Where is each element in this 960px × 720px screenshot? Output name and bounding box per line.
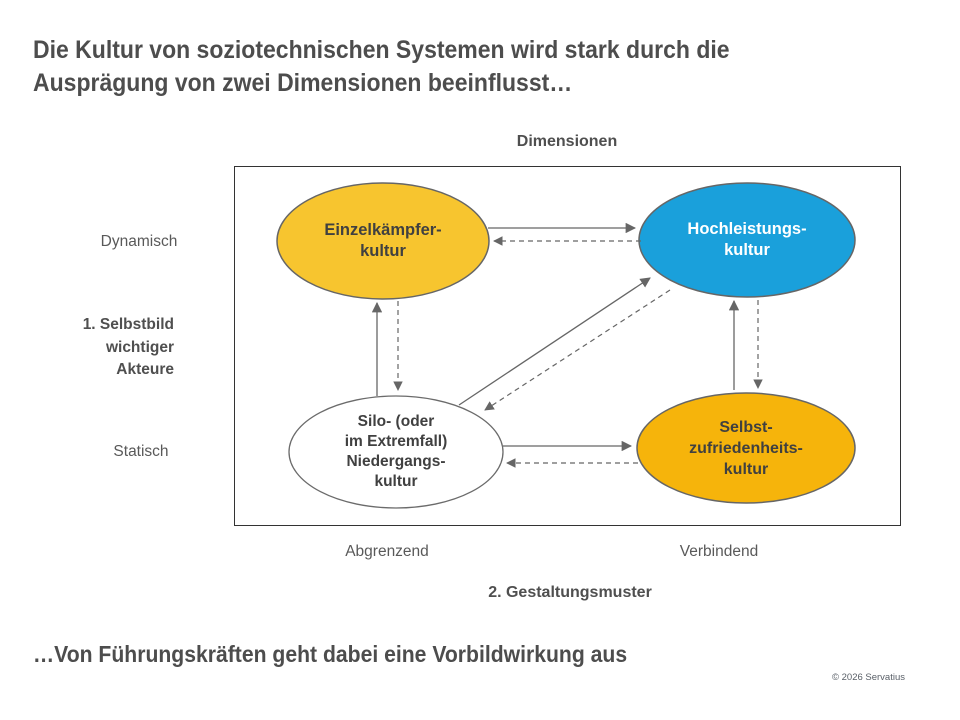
y-axis-title-line: Akteure xyxy=(116,361,174,378)
ellipse-selbstzufriedenheits-kultur xyxy=(636,392,856,504)
page-title: Die Kultur von soziotechnischen Systemen… xyxy=(33,34,730,100)
label-line: Einzelkämpfer- xyxy=(324,221,442,239)
arrow-silo-to-hochleistung xyxy=(458,277,651,406)
page-title-line-1: Die Kultur von soziotechnischen Systemen… xyxy=(33,36,730,64)
label-selbstzufriedenheits-kultur: Selbst- zufriedenheits- kultur xyxy=(636,417,856,480)
label-einzelkaempfer-kultur: Einzelkämpfer- kultur xyxy=(273,220,493,262)
arrow-hochleistung-to-silo xyxy=(484,289,671,411)
label-line: Niedergangs- xyxy=(346,453,446,470)
label-line: Selbst- xyxy=(719,419,773,436)
label-line: Silo- (oder xyxy=(357,413,435,430)
x-axis-label-abgrenzend: Abgrenzend xyxy=(345,543,429,560)
label-line: kultur xyxy=(723,461,769,478)
label-line: im Extremfall) xyxy=(344,433,448,450)
y-axis-title: 1. Selbstbild wichtiger Akteure xyxy=(34,314,174,382)
y-axis-label-dynamisch: Dynamisch xyxy=(100,233,178,250)
label-hochleistungs-kultur: Hochleistungs- kultur xyxy=(637,219,857,261)
page-title-line-2: Ausprägung von zwei Dimensionen beeinflu… xyxy=(33,69,573,97)
label-silo-niedergangs-kultur: Silo- (oder im Extremfall) Niedergangs- … xyxy=(286,412,506,492)
label-line: kultur xyxy=(724,241,770,259)
label-line: kultur xyxy=(360,242,406,260)
ellipse-silo-niedergangs-kultur xyxy=(288,395,504,509)
dashed-arrows xyxy=(393,236,763,468)
y-axis-title-line: 1. Selbstbild xyxy=(82,316,174,333)
ellipse-einzelkaempfer-kultur xyxy=(276,182,490,300)
y-axis-label-statisch: Statisch xyxy=(113,443,169,460)
label-line: kultur xyxy=(374,473,418,490)
x-axis-label-verbindend: Verbindend xyxy=(679,543,759,560)
x-axis-title: 2. Gestaltungsmuster xyxy=(488,584,652,601)
dimensions-label: Dimensionen xyxy=(516,133,618,150)
label-line: Hochleistungs- xyxy=(687,220,807,238)
label-line: zufriedenheits- xyxy=(689,440,803,457)
ellipse-hochleistungs-kultur xyxy=(638,182,856,298)
footer-headline: …Von Führungskräften geht dabei eine Vor… xyxy=(33,641,628,667)
solid-arrows xyxy=(371,222,740,452)
copyright-notice: © 2026 Servatius xyxy=(831,672,905,683)
y-axis-title-line: wichtiger xyxy=(105,338,174,356)
